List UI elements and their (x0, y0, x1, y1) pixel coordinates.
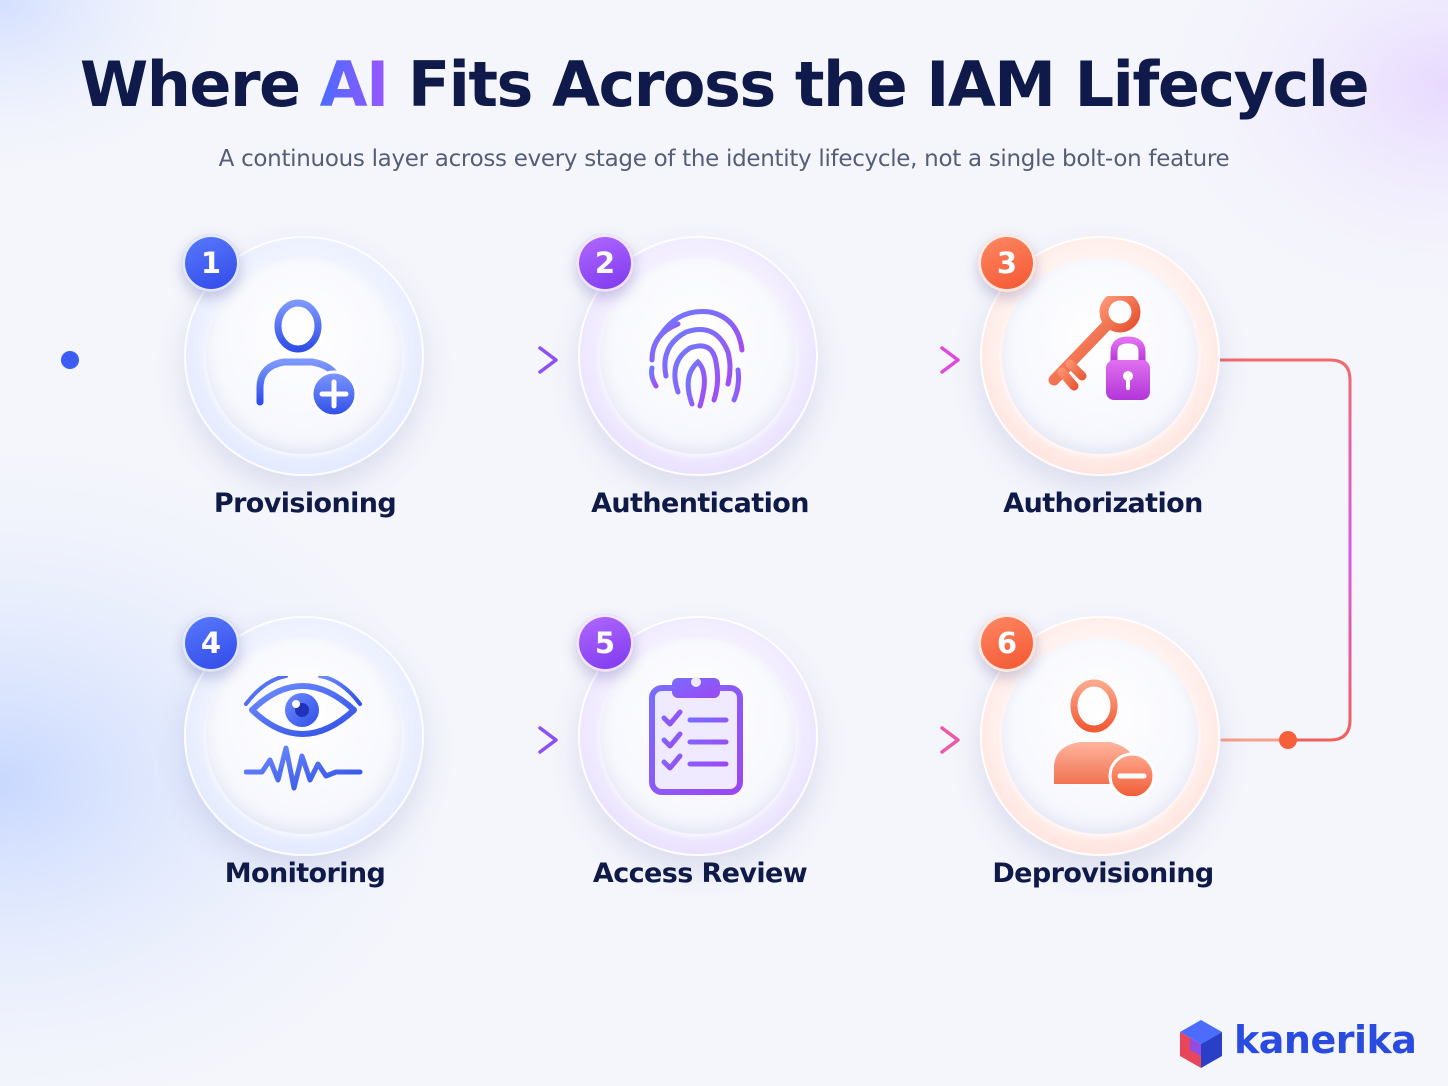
flow-start-dot (61, 351, 79, 369)
stage-number-badge: 5 (576, 614, 634, 672)
stage-monitoring: 4 (182, 614, 424, 856)
stage-number-badge: 1 (182, 234, 240, 292)
stage-deprovisioning: 6 (978, 614, 1220, 856)
stage-label-authentication: Authentication (591, 488, 809, 519)
stage-authentication: 2 (576, 234, 818, 476)
stage-disc (1002, 638, 1198, 834)
brand-name: kanerika (1234, 1018, 1417, 1062)
user-plus-icon (256, 299, 358, 416)
stage-number-badge: 6 (978, 614, 1036, 672)
stage-label-monitoring: Monitoring (224, 858, 386, 889)
stage-disc (206, 258, 402, 454)
stage-disc (1002, 258, 1198, 454)
page-subtitle: A continuous layer across every stage of… (218, 146, 1230, 172)
title-highlight: AI (319, 48, 390, 121)
stage-provisioning: 1 (182, 234, 424, 476)
stage-number-badge: 3 (978, 234, 1036, 292)
arrowhead-2-3 (940, 346, 960, 374)
clipboard-checklist-icon (649, 677, 743, 795)
stage-label-authorization: Authorization (1003, 488, 1203, 519)
brand-logo: kanerika (1176, 1016, 1426, 1072)
title-suffix: Fits Across the IAM Lifecycle (387, 48, 1370, 121)
cube-logo-icon (1180, 1020, 1222, 1068)
arrowhead-1-2 (538, 346, 558, 374)
stage-label-access-review: Access Review (592, 858, 808, 889)
user-minus-icon (1054, 679, 1156, 796)
stage-authorization: 3 (978, 234, 1220, 476)
stage-disc (600, 258, 796, 454)
eye-waveform-icon (244, 676, 363, 791)
stage-number-badge: 4 (182, 614, 240, 672)
arrowhead-4-5 (538, 726, 558, 754)
stage-access-review: 5 (576, 614, 818, 856)
stage-number-badge: 2 (576, 234, 634, 292)
flow-end-dot (1279, 731, 1297, 749)
arrowhead-5-6 (940, 726, 960, 754)
fingerprint-icon (649, 309, 745, 409)
stage-label-provisioning: Provisioning (213, 488, 397, 519)
stage-label-deprovisioning: Deprovisioning (992, 858, 1214, 889)
connector-3-6-loop (1218, 358, 1352, 742)
page-title: Where AI Fits Across the IAM Lifecycle (0, 48, 1448, 121)
key-lock-icon (1048, 296, 1150, 400)
title-prefix: Where (79, 48, 320, 121)
